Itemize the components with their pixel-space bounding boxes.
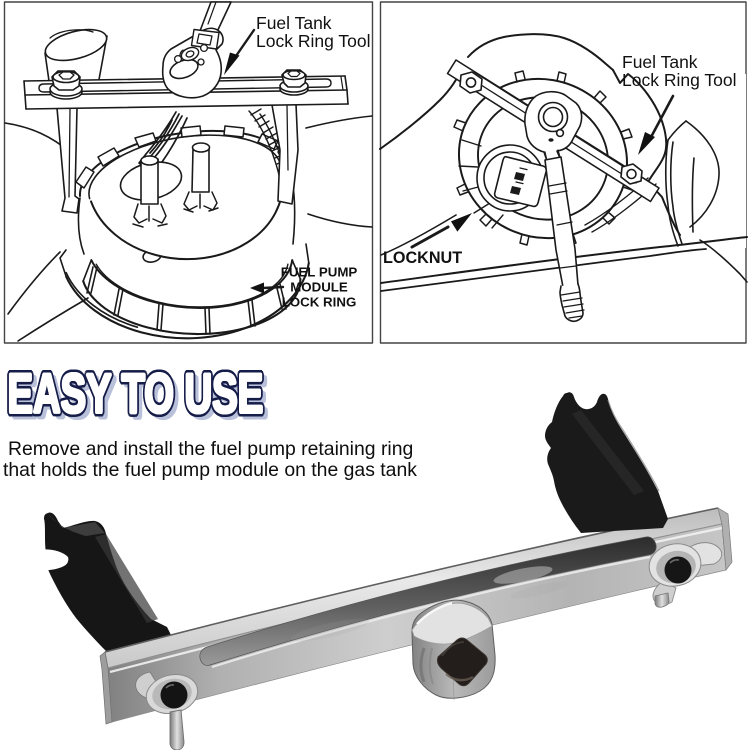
svg-text:EASY TO USE: EASY TO USE [5, 363, 261, 425]
svg-text:EASY TO USE: EASY TO USE [9, 363, 265, 425]
svg-text:EASY TO USE: EASY TO USE [8, 363, 264, 425]
svg-text:EASY TO USE: EASY TO USE [8, 362, 264, 424]
svg-text:EASY TO USE: EASY TO USE [10, 363, 266, 425]
svg-text:EASY TO USE: EASY TO USE [8, 368, 264, 430]
svg-text:EASY TO USE: EASY TO USE [9, 360, 265, 422]
svg-text:EASY TO USE: EASY TO USE [12, 367, 268, 429]
svg-text:EASY TO USE: EASY TO USE [6, 360, 262, 422]
svg-text:EASY TO USE: EASY TO USE [9, 367, 265, 429]
svg-text:EASY TO USE: EASY TO USE [12, 370, 268, 432]
svg-text:EASY TO USE: EASY TO USE [13, 366, 269, 428]
svg-text:EASY TO USE: EASY TO USE [8, 362, 264, 424]
svg-text:EASY TO USE: EASY TO USE [8, 365, 264, 427]
svg-text:EASY TO USE: EASY TO USE [10, 362, 266, 424]
svg-text:EASY TO USE: EASY TO USE [10, 366, 266, 428]
svg-text:LOCKNUT: LOCKNUT [383, 249, 462, 267]
svg-text:EASY TO USE: EASY TO USE [8, 363, 264, 425]
svg-text:EASY TO USE: EASY TO USE [13, 369, 269, 431]
svg-text:that holds the fuel pump modul: that holds the fuel pump module on the g… [3, 459, 417, 481]
svg-text:Fuel Tank: Fuel Tank [622, 52, 698, 72]
svg-text:Lock Ring Tool: Lock Ring Tool [622, 70, 736, 90]
svg-text:EASY TO USE: EASY TO USE [10, 365, 266, 427]
svg-text:EASY TO USE: EASY TO USE [5, 366, 261, 428]
svg-text:EASY TO USE: EASY TO USE [6, 367, 262, 429]
svg-text:Remove and install the fuel pu: Remove and install the fuel pump retaini… [8, 438, 413, 460]
svg-text:Lock Ring Tool: Lock Ring Tool [256, 31, 370, 51]
svg-text:EASY TO USE: EASY TO USE [14, 367, 270, 429]
svg-text:EASY TO USE: EASY TO USE [5, 360, 261, 422]
svg-text:EASY TO USE: EASY TO USE [5, 365, 261, 427]
svg-text:EASY TO USE: EASY TO USE [7, 362, 263, 424]
svg-text:EASY TO USE: EASY TO USE [10, 366, 266, 428]
svg-text:Fuel Tank: Fuel Tank [256, 13, 332, 33]
svg-text:EASY TO USE: EASY TO USE [11, 364, 267, 426]
svg-text:EASY TO USE: EASY TO USE [5, 362, 261, 424]
svg-text:EASY TO USE: EASY TO USE [11, 370, 267, 432]
svg-text:MODULE: MODULE [290, 280, 348, 295]
svg-text:EASY TO USE: EASY TO USE [10, 369, 266, 431]
svg-text:EASY TO USE: EASY TO USE [8, 364, 264, 426]
svg-text:FUEL PUMP: FUEL PUMP [281, 265, 358, 280]
svg-text:EASY TO USE: EASY TO USE [9, 367, 265, 429]
svg-text:EASY TO USE: EASY TO USE [8, 359, 264, 421]
svg-text:EASY TO USE: EASY TO USE [7, 365, 263, 427]
svg-text:EASY TO USE: EASY TO USE [10, 360, 266, 422]
svg-text:EASY TO USE: EASY TO USE [12, 364, 268, 426]
svg-text:EASY TO USE: EASY TO USE [6, 363, 262, 425]
svg-text:LOCK RING: LOCK RING [282, 295, 357, 310]
svg-text:EASY TO USE: EASY TO USE [7, 364, 263, 426]
svg-text:EASY TO USE: EASY TO USE [7, 362, 263, 424]
